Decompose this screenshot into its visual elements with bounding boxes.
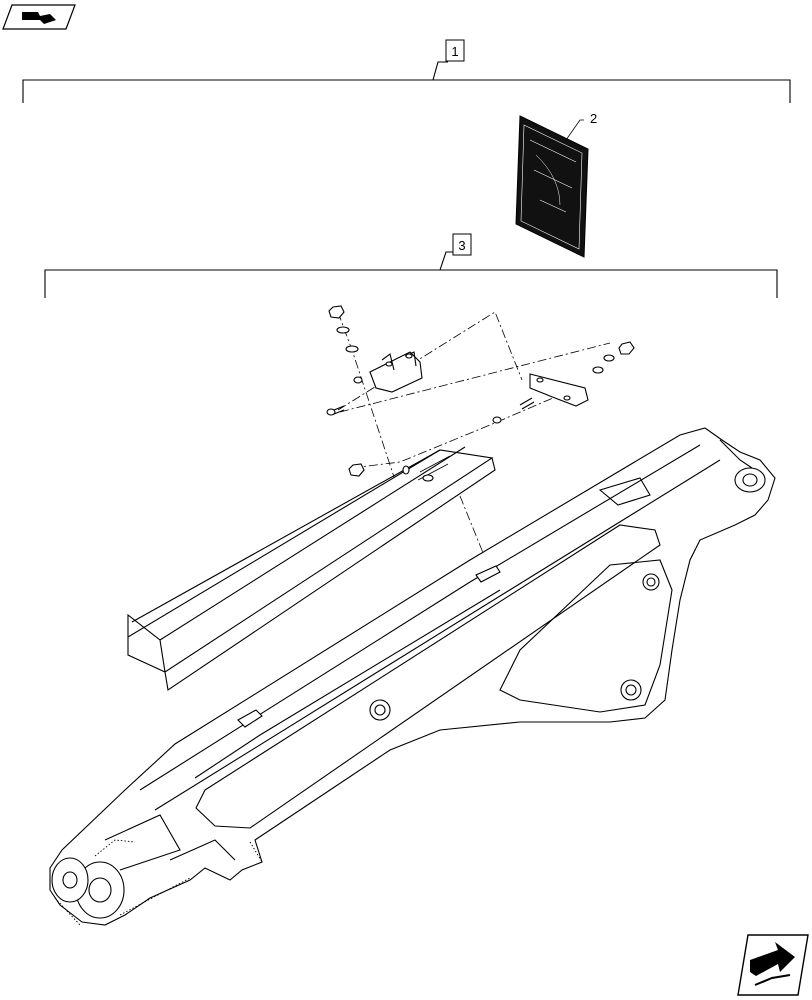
clamp-bracket-upper — [353, 351, 423, 393]
tray-channel — [127, 446, 496, 691]
lock-washer-top — [336, 326, 350, 334]
bolt-left — [326, 405, 345, 416]
dipper-arm — [49, 427, 776, 926]
manual-booklet — [515, 115, 589, 258]
lock-washer-right — [603, 354, 615, 362]
callout-3-label: 3 — [458, 238, 465, 253]
callout-3[interactable]: 3 — [452, 233, 472, 256]
flat-washer-top — [345, 345, 359, 353]
callout-1-bracket — [22, 61, 791, 103]
callout-3-bracket — [44, 251, 778, 298]
next-page-arrow-icon[interactable] — [737, 934, 809, 996]
washer-mid — [492, 416, 502, 424]
callout-1-label: 1 — [451, 44, 458, 59]
callout-1[interactable]: 1 — [445, 39, 465, 62]
hardware-nut-top — [328, 305, 345, 319]
callout-2-label[interactable]: 2 — [590, 111, 597, 126]
book-arrow-icon[interactable] — [2, 4, 76, 30]
flat-washer-right — [592, 366, 604, 374]
hardware-nut-right — [618, 341, 635, 355]
bolt-right — [519, 397, 535, 410]
callout-2-leader — [565, 119, 584, 141]
mounting-bracket-right — [529, 373, 589, 407]
nut-left — [348, 463, 365, 477]
